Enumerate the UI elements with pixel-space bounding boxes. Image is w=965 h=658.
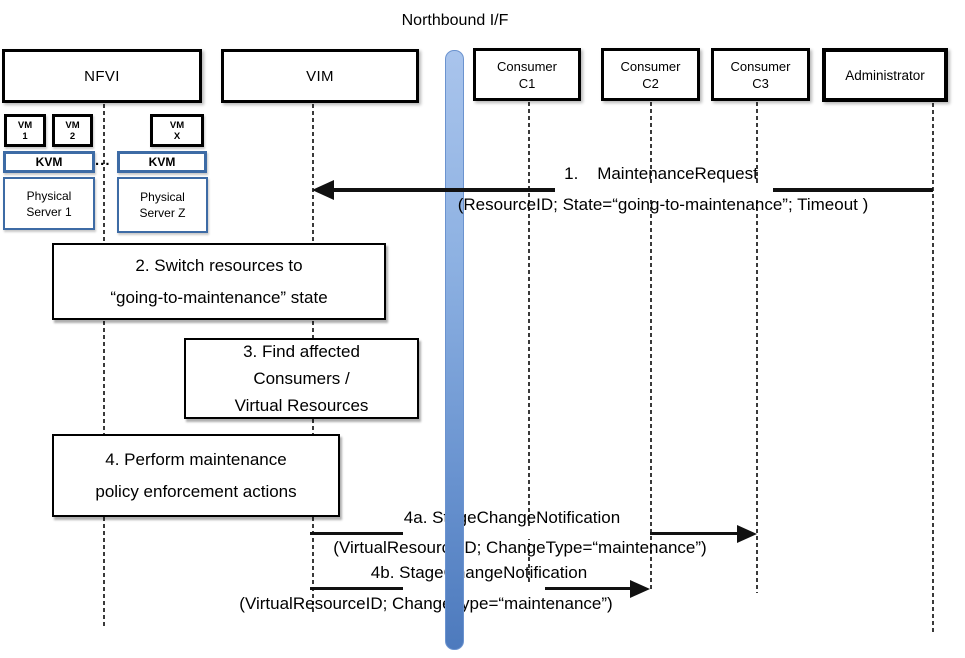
actor-consumer-c3-line1: Consumer (730, 58, 791, 74)
message1-label-background (555, 184, 773, 198)
message4b-arrowhead (630, 580, 650, 598)
vm1-line2: 1 (22, 130, 28, 142)
actor-consumer-c1-line1: Consumer (497, 58, 557, 74)
ellipsis: ... (95, 152, 111, 169)
physical-server-1-line1: Physical (26, 188, 72, 203)
vmx-box: VM X (150, 114, 204, 147)
step3-line3: Virtual Resources (234, 396, 369, 415)
physical-server-z-line1: Physical (140, 190, 185, 204)
northbound-interface-bar (445, 50, 464, 650)
actor-administrator-box: Administrator (822, 48, 948, 102)
vmx-line2: X (173, 130, 181, 142)
message4b-label-line1: 4b. StageChangeNotification (370, 563, 588, 582)
actor-consumer-c3-box: Consumer C3 (711, 48, 810, 101)
actor-consumer-c1-box: Consumer C1 (473, 48, 581, 101)
physical-server-z-line2: Server Z (139, 206, 186, 220)
vmx-line1: VM (169, 119, 185, 131)
actor-nfvi-box: NFVI (2, 49, 202, 103)
physical-server-z-box: Physical Server Z (117, 177, 208, 233)
actor-consumer-c3-line2: C3 (752, 75, 769, 91)
actor-nfvi-label: NFVI (84, 67, 120, 85)
step3-line2: Consumers / (253, 369, 350, 388)
vm2-line2: 2 (69, 130, 76, 142)
message1-arrowhead (312, 180, 334, 200)
actor-administrator-label: Administrator (845, 67, 925, 83)
step2-line1: 2. Switch resources to (135, 255, 303, 275)
message1-label-line2: (ResourceID; State=“going-to-maintenance… (457, 195, 869, 214)
vm1-line1: VM (17, 119, 33, 131)
step2-box: 2. Switch resources to “going-to-mainten… (52, 243, 386, 320)
kvm1-label: KVM (35, 155, 63, 169)
lifeline-consumer-c2 (650, 102, 652, 592)
physical-server-1-line2: Server 1 (26, 204, 72, 219)
message4a-arrowhead (737, 525, 757, 543)
message4a-label-line2: (VirtualResourceID; ChangeType=“maintena… (333, 538, 707, 557)
lifeline-consumer-c3 (756, 102, 758, 593)
actor-vim-box: VIM (221, 49, 419, 103)
actor-consumer-c2-box: Consumer C2 (601, 48, 700, 101)
vm2-box: VM 2 (52, 114, 93, 147)
actor-vim-label: VIM (306, 67, 334, 85)
lifeline-consumer-c1 (528, 102, 530, 594)
vm1-box: VM 1 (4, 114, 46, 147)
physical-server-1-box: Physical Server 1 (3, 177, 95, 230)
actor-consumer-c2-line1: Consumer (620, 58, 681, 74)
diagram-title: Northbound I/F (401, 12, 509, 29)
kvm1-box: KVM (3, 151, 95, 173)
step4-box: 4. Perform maintenance policy enforcemen… (52, 434, 340, 517)
step4-line2: policy enforcement actions (95, 481, 297, 501)
lifeline-administrator (932, 103, 934, 632)
message4a-label-line1: 4a. StageChangeNotification (403, 508, 621, 527)
step2-line2: “going-to-maintenance” state (110, 287, 328, 307)
step3-box: 3. Find affected Consumers / Virtual Res… (184, 338, 419, 419)
message4a-label-background (403, 527, 650, 539)
kvm2-label: KVM (148, 155, 176, 169)
kvm2-box: KVM (117, 151, 207, 173)
actor-consumer-c1-line2: C1 (518, 75, 536, 91)
message4b-label-line2: (VirtualResourceID; ChangeType=“maintena… (239, 594, 613, 613)
actor-consumer-c2-line2: C2 (642, 75, 659, 91)
step3-line1: 3. Find affected (243, 342, 360, 361)
lifeline-nfvi (103, 104, 105, 626)
step4-line1: 4. Perform maintenance (105, 449, 287, 469)
vm2-line1: VM (65, 119, 80, 131)
message4b-label-background (403, 582, 545, 594)
message1-label-line1: 1. MaintenanceRequest (564, 164, 758, 183)
